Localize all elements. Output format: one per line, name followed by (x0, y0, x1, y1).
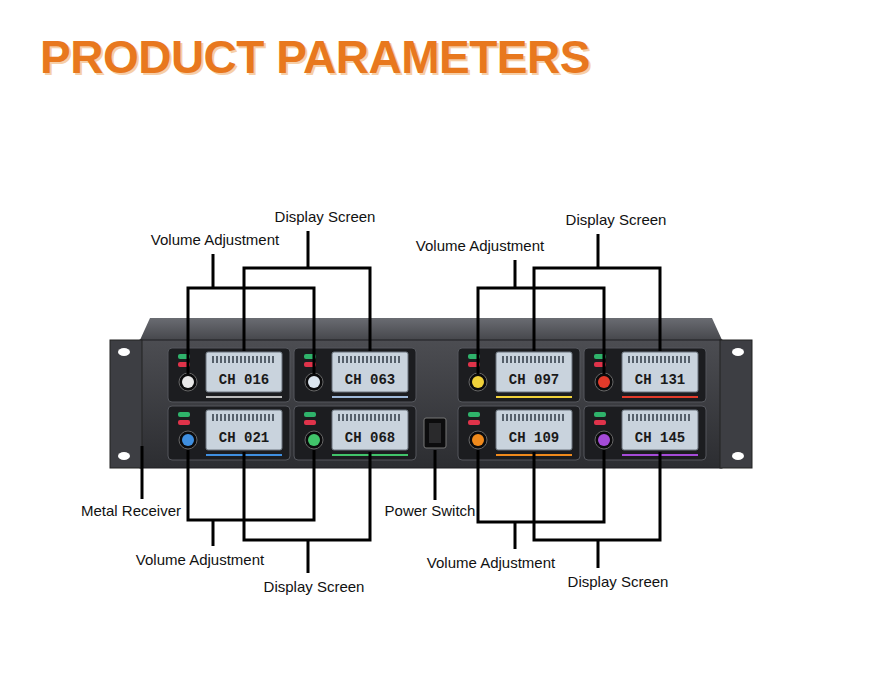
leader-line (188, 254, 314, 374)
callout-label: Volume Adjustment (416, 237, 544, 255)
colour-strip (332, 396, 408, 398)
leader-line (434, 450, 437, 500)
channel-readout: CH 145 (635, 431, 685, 446)
colour-strip (622, 396, 698, 398)
colour-strip (496, 396, 572, 398)
channel-readout: CH 016 (219, 373, 269, 388)
callout-label: Volume Adjustment (151, 231, 279, 249)
callout-label: Display Screen (264, 578, 365, 596)
rack-ear (720, 340, 752, 468)
top-surface (140, 318, 722, 340)
volume-knob (472, 376, 484, 388)
channel-readout: CH 021 (219, 431, 269, 446)
callout-label: Power Switch (385, 502, 476, 520)
callout-label: Volume Adjustment (136, 551, 264, 569)
receiver-module (168, 406, 290, 460)
leader-line (141, 446, 144, 499)
mount-hole (732, 452, 744, 460)
leader-line (188, 450, 314, 546)
callout-label: Volume Adjustment (427, 554, 555, 572)
volume-knob (598, 434, 610, 446)
callout-label: Display Screen (566, 211, 667, 229)
receiver-module (294, 406, 416, 460)
callout-label: Display Screen (568, 573, 669, 591)
power-rocker (429, 423, 441, 443)
page-title: PRODUCT PARAMETERS (40, 30, 590, 84)
channel-readout: CH 109 (509, 431, 559, 446)
mount-hole (118, 348, 130, 356)
volume-knob (598, 376, 610, 388)
mount-hole (732, 348, 744, 356)
colour-strip (206, 396, 282, 398)
rack-ear (110, 340, 142, 468)
leader-line (534, 452, 660, 568)
volume-knob (308, 376, 320, 388)
receiver-module (584, 406, 706, 460)
channel-readout: CH 097 (509, 373, 559, 388)
leader-line (534, 234, 660, 351)
volume-knob (308, 434, 320, 446)
receiver-module (458, 348, 580, 402)
channel-readout: CH 131 (635, 373, 685, 388)
mount-hole (118, 452, 130, 460)
volume-knob (472, 434, 484, 446)
receiver-module (294, 348, 416, 402)
front-panel (140, 340, 722, 468)
leader-lines (142, 231, 660, 573)
receiver-module (168, 348, 290, 402)
leader-line (244, 231, 370, 351)
power-switch (424, 418, 446, 448)
callout-label: Display Screen (275, 208, 376, 226)
receiver-module (584, 348, 706, 402)
volume-knob (182, 434, 194, 446)
receiver-module (458, 406, 580, 460)
volume-knob (182, 376, 194, 388)
callout-label: Metal Receiver (81, 502, 181, 520)
channel-readout: CH 063 (345, 373, 395, 388)
channel-readout: CH 068 (345, 431, 395, 446)
leader-line (478, 450, 604, 549)
leader-line (478, 260, 604, 374)
